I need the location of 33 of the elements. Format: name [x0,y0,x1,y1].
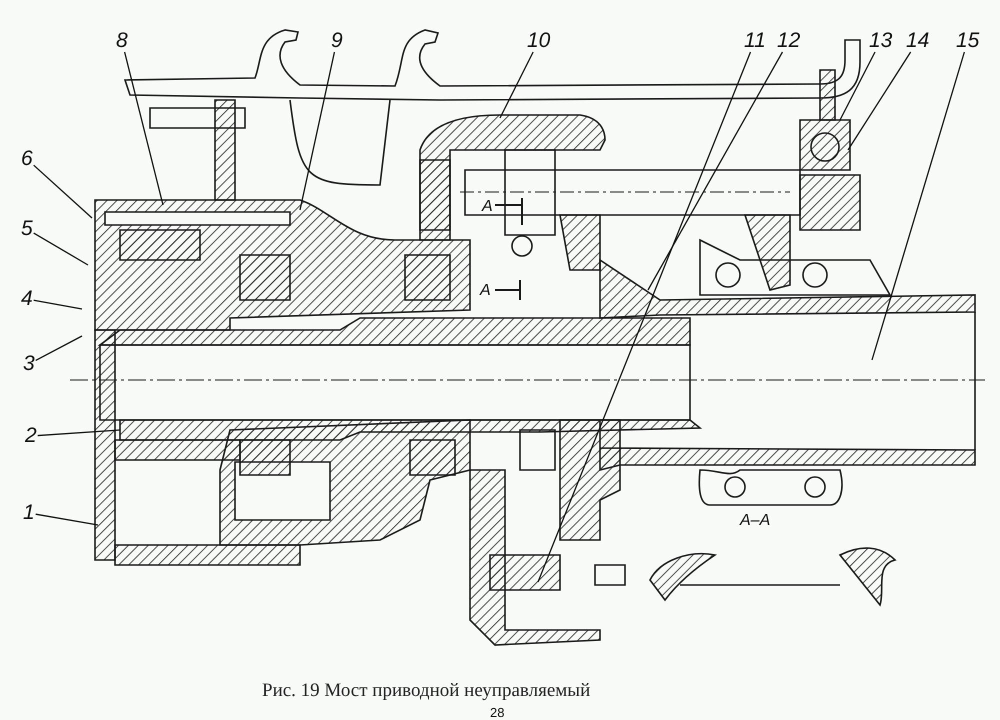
leader-line [871,52,965,360]
callout-number: 9 [330,30,344,52]
callout-number: 8 [115,30,129,52]
section-mark: А [480,282,491,300]
leader-line [33,232,88,266]
callout-number: 11 [743,30,767,52]
leader-line [33,164,92,218]
callout-number: 1 [22,502,36,524]
callout-number: 14 [905,30,930,52]
leader-line [36,514,98,526]
leader-line [647,52,784,290]
section-mark: А–А [740,512,770,530]
page-number: 28 [490,704,504,720]
callout-number: 13 [868,30,894,52]
leader-line [38,429,120,436]
callout-number: 15 [955,30,980,52]
callout-number: 10 [526,30,552,52]
leader-line [847,52,912,150]
callout-number: 12 [776,30,802,52]
leader-line [299,52,336,210]
callout-number: 3 [22,353,36,375]
leader-line [35,335,82,361]
callout-number: 5 [20,218,34,240]
leader-line [124,52,164,206]
callout-number: 2 [24,425,38,447]
leader-line [839,52,876,120]
section-mark: А [482,198,493,216]
callout-number: 6 [20,148,34,170]
callout-number: 4 [20,288,34,310]
leader-line [34,300,82,310]
leader-line [499,52,534,118]
leader-line [537,52,752,582]
figure-caption: Рис. 19 Мост приводной неуправляемый [262,680,590,702]
